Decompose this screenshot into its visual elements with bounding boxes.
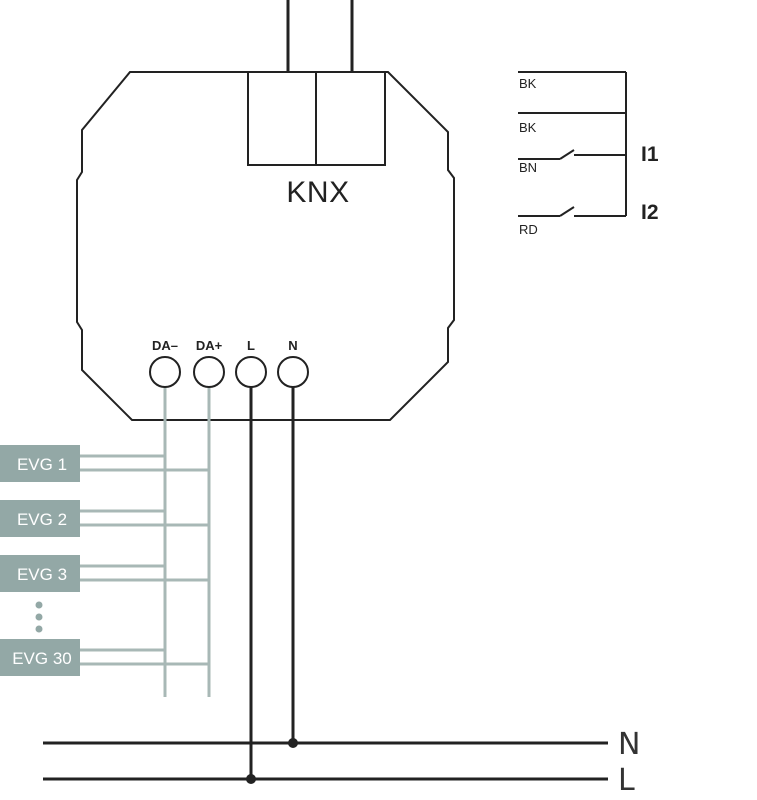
binary-input-wiring: [518, 71, 627, 217]
terminal-da-minus: [149, 356, 181, 388]
junction-dot-l: [246, 774, 256, 784]
input-label-i1: I1: [641, 143, 659, 166]
wire-label-bn: BN: [519, 160, 537, 175]
terminal-label-da-plus: DA+: [196, 338, 223, 353]
junction-dot-n: [288, 738, 298, 748]
terminal-label-da-minus: DA–: [152, 338, 178, 353]
ballast-evg-3: EVG 3: [0, 555, 80, 592]
wire-label-rd: RD: [519, 222, 538, 237]
ballast-label: EVG 2: [17, 510, 67, 529]
terminal-da-plus: [193, 356, 225, 388]
ballast-label: EVG 3: [17, 565, 67, 584]
wire-label-bk-2: BK: [519, 120, 537, 135]
terminal-label-n: N: [288, 338, 297, 353]
mains-wires: [43, 387, 608, 781]
knx-label: KNX: [286, 176, 349, 209]
ballast-evg-1: EVG 1: [0, 445, 80, 482]
knx-connector: [247, 71, 386, 166]
device-housing: [76, 71, 455, 421]
mains-label-n: N: [618, 727, 640, 762]
mains-label-l: L: [618, 763, 635, 798]
ballast-evg-2: EVG 2: [0, 500, 80, 537]
terminal-l: [235, 356, 267, 388]
ballast-evg-30: EVG 30: [0, 639, 80, 676]
ballast-label: EVG 30: [12, 649, 72, 668]
dali-wires: [80, 387, 211, 697]
knx-cable: [286, 0, 354, 72]
wire-label-bk-1: BK: [519, 76, 537, 91]
input-label-i2: I2: [641, 201, 659, 224]
terminal-n: [277, 356, 309, 388]
ballast-ellipsis-dots: [35, 601, 43, 633]
ballast-label: EVG 1: [17, 455, 67, 474]
terminal-label-l: L: [247, 338, 255, 353]
